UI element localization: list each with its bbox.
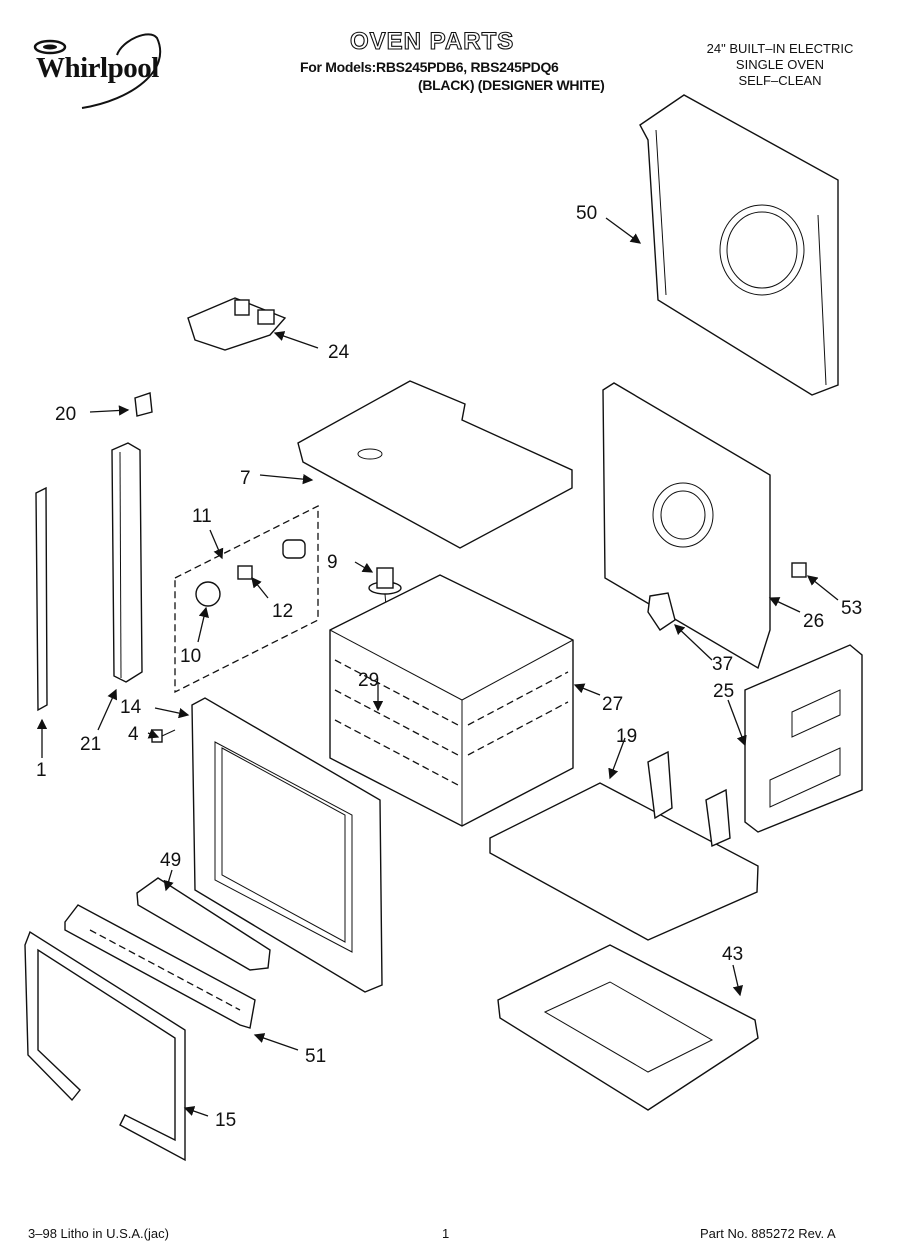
callout-10: 10 (180, 646, 201, 667)
callout-53: 53 (841, 598, 862, 619)
whirlpool-swirl-icon (33, 33, 162, 109)
part-51-front-vent (64, 904, 256, 1029)
footer-part-number: Part No. 885272 Rev. A (700, 1226, 836, 1241)
part-7-top-shield (297, 380, 573, 549)
part-11-switch (282, 539, 306, 559)
callout-12: 12 (272, 601, 293, 622)
callout-24: 24 (328, 342, 350, 363)
callout-7: 7 (240, 468, 251, 489)
callout-26: 26 (803, 611, 824, 632)
part-24-switch-bracket (187, 297, 287, 351)
part-53-clip (791, 562, 807, 578)
callout-37: 37 (712, 654, 733, 675)
part-9-sensor (368, 567, 402, 631)
part-15-door-gasket (24, 930, 186, 1162)
callout-29: 29 (358, 670, 379, 691)
spec-line-2: SINGLE OVEN (735, 57, 825, 72)
callout-11: 11 (192, 506, 212, 527)
callout-1: 1 (36, 760, 47, 781)
part-19-bottom-shield (489, 750, 759, 941)
part-50-rear-panel (639, 94, 839, 396)
part-14-front-frame (191, 697, 383, 993)
callout-49: 49 (160, 850, 181, 871)
whirlpool-logo (22, 30, 192, 110)
spec-line-3: SELF–CLEAN (738, 73, 822, 88)
part-20-clip (134, 392, 153, 417)
callout-51: 51 (305, 1046, 326, 1067)
spec-line-1: 24" BUILT–IN ELECTRIC (706, 41, 854, 56)
model-numbers: For Models:RBS245PDB6, RBS245PDQ6 (300, 59, 559, 75)
callout-9: 9 (327, 552, 338, 573)
part-10-knob (195, 581, 221, 607)
callout-14: 14 (120, 697, 142, 718)
part-25-side-shield (744, 644, 863, 833)
brand-name: Whirlpool (36, 52, 159, 84)
part-1-side-trim (35, 486, 48, 712)
part-27-oven-cavity (329, 574, 574, 827)
page-title: OVEN PARTS (349, 27, 515, 55)
part-43-bottom-tray (497, 944, 759, 1111)
part-49-vent-strip (136, 877, 271, 971)
footer-litho: 3–98 Litho in U.S.A.(jac) (28, 1226, 169, 1241)
model-colors: (BLACK) (DESIGNER WHITE) (418, 77, 605, 93)
callout-21: 21 (80, 734, 101, 755)
callout-15: 15 (215, 1110, 236, 1131)
callout-50: 50 (576, 203, 597, 224)
part-26-side-panel (602, 382, 771, 670)
part-21-side-channel (111, 442, 143, 683)
footer-page-number: 1 (442, 1226, 450, 1241)
callout-20: 20 (55, 404, 76, 425)
part-37-limiter (647, 592, 676, 631)
callout-19: 19 (616, 726, 637, 747)
callout-43: 43 (722, 944, 743, 965)
callout-25: 25 (713, 681, 734, 702)
callout-27: 27 (602, 694, 623, 715)
part-12-knob-insert (237, 565, 253, 580)
callout-4: 4 (128, 724, 139, 745)
